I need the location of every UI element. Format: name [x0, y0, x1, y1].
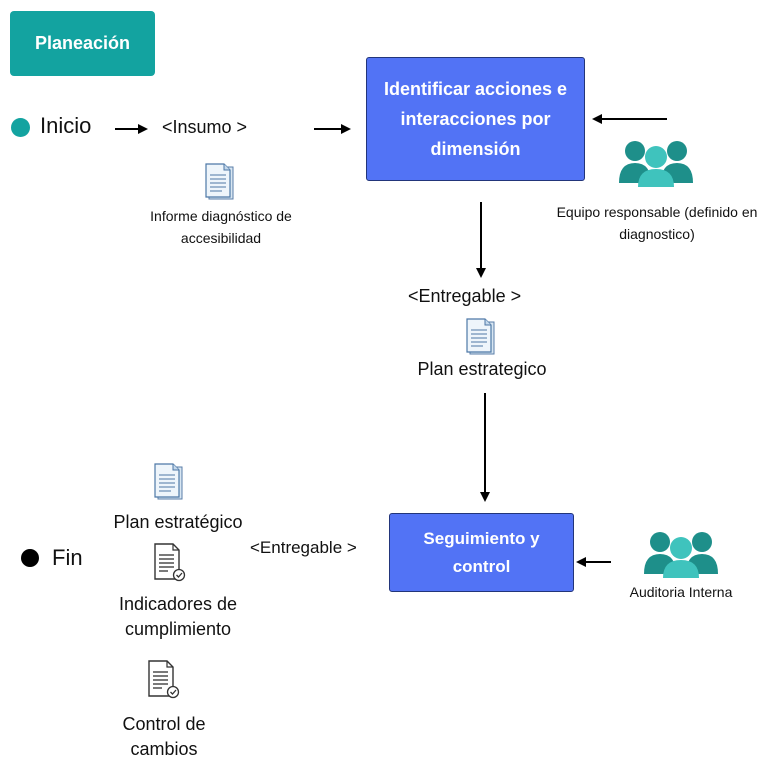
deliverable-1-document-label: Plan estrategico [417, 359, 547, 379]
start-label: Inicio [40, 113, 92, 138]
deliverable-2-label: <Entregable > [250, 538, 357, 557]
deliverable-2-document-label-2: Control de cambios [122, 714, 206, 759]
end-dot [21, 549, 39, 567]
deliverable-2-document-label-0: Plan estratégico [113, 512, 243, 532]
document-icon [205, 163, 234, 200]
deliverable-1-label: <Entregable > [408, 286, 522, 306]
end-label: Fin [52, 545, 83, 570]
audit-label: Auditoria Interna [629, 584, 733, 600]
process-2-label: Seguimiento y control [423, 528, 540, 576]
start-dot [11, 118, 30, 137]
section-badge: Planeación [10, 11, 155, 76]
process-identificar-acciones: Identificar acciones e interacciones por… [366, 57, 585, 181]
deliverable-2-document-label-1: Indicadores de cumplimiento [118, 594, 238, 639]
process-1-label: Identificar acciones e interacciones por… [383, 79, 568, 159]
checklist-document-icon [154, 543, 186, 582]
team-icon [619, 141, 693, 187]
checklist-document-icon [148, 660, 180, 699]
document-icon [466, 318, 495, 355]
input-label: <Insumo > [162, 117, 248, 137]
team-label: Equipo responsable (definido en diagnost… [556, 204, 758, 242]
document-icon [154, 463, 183, 500]
input-document-label: Informe diagnóstico de accesibilidad [150, 208, 292, 246]
team-icon [644, 532, 718, 578]
process-seguimiento-control: Seguimiento y control [389, 513, 574, 592]
